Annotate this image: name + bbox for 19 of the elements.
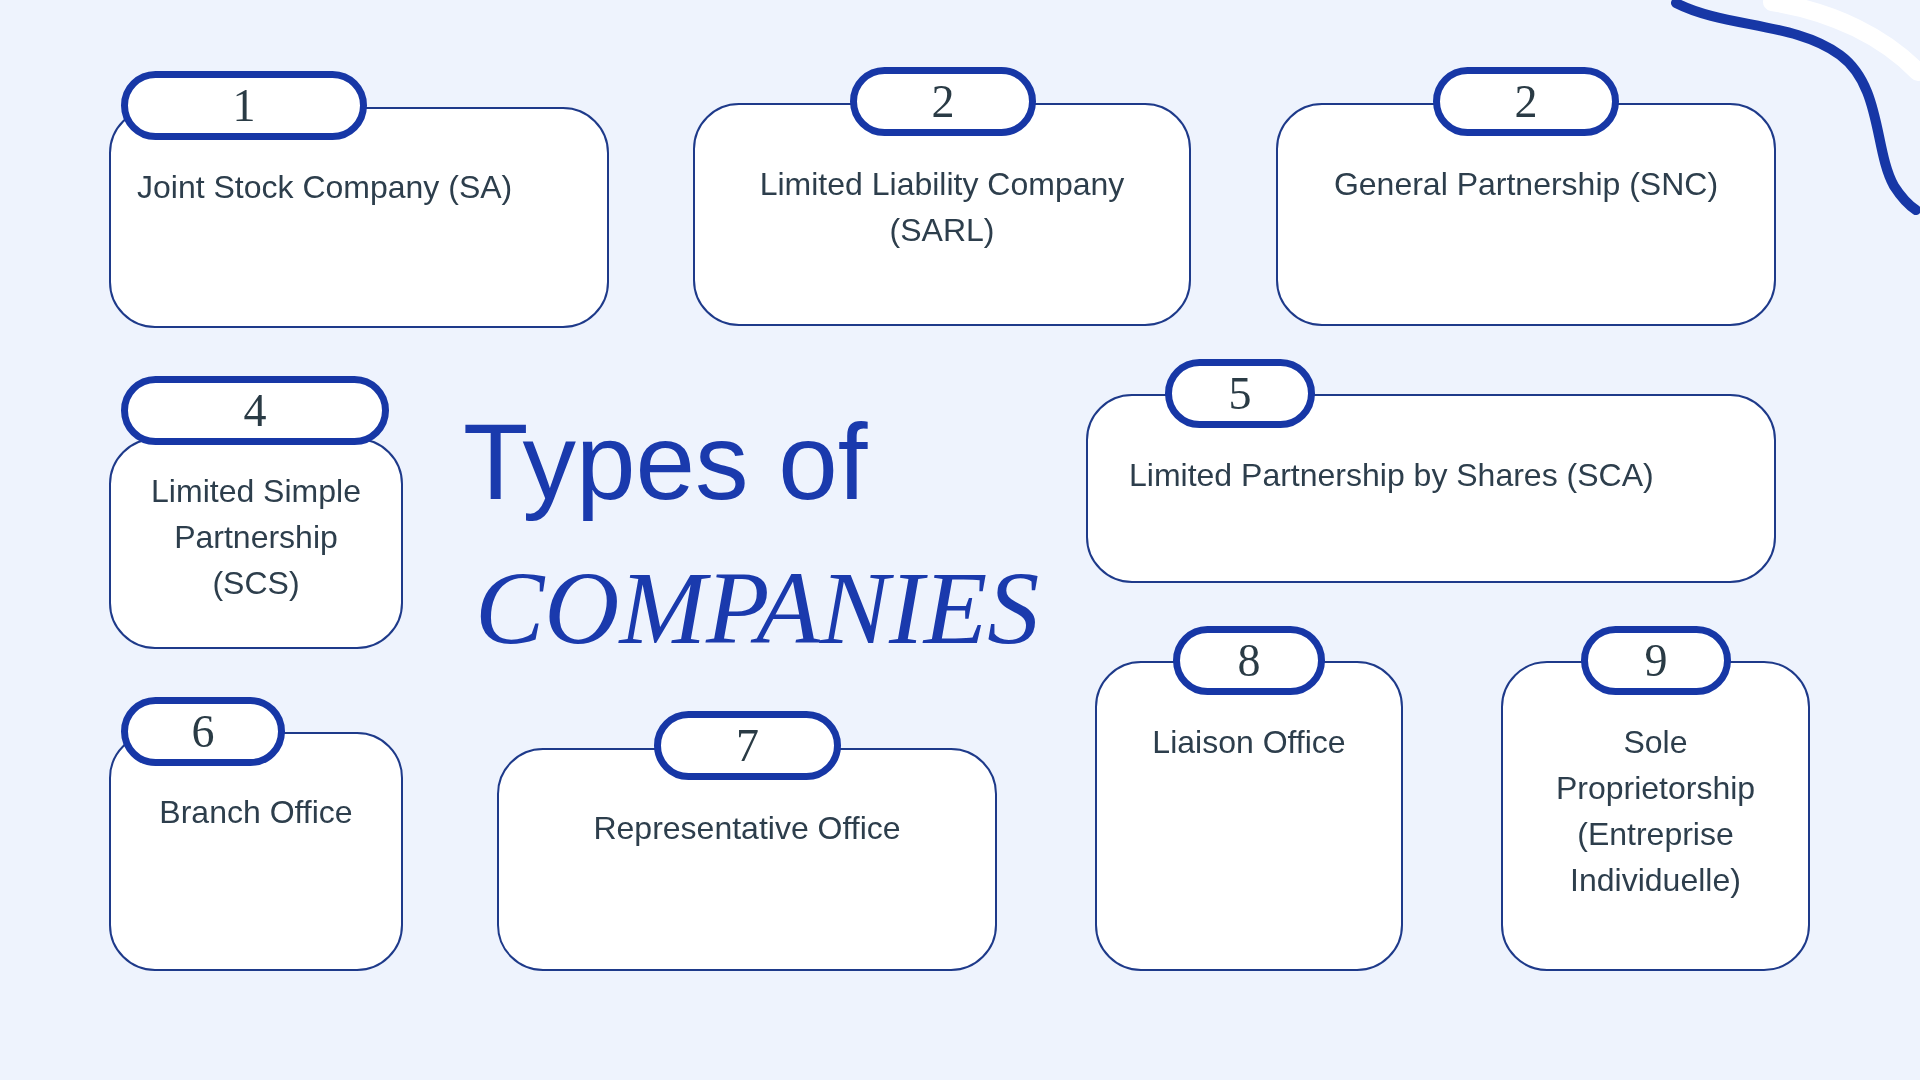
number-tab: 5 (1165, 359, 1315, 428)
title-heading: Types of COMPANIES (463, 404, 1040, 666)
number-tab: 4 (121, 376, 389, 445)
number-tab: 2 (850, 67, 1036, 136)
company-type-label: Joint Stock Company (SA) (137, 168, 514, 207)
number-tab: 9 (1581, 626, 1731, 695)
number-tab: 1 (121, 71, 367, 140)
number-tab: 2 (1433, 67, 1619, 136)
company-type-label: Branch Office (158, 793, 354, 832)
company-type-label: Limited Partnership by Shares (SCA) (1129, 456, 1655, 495)
company-type-label: Sole Proprietorship (Entreprise Individuelle) (1554, 723, 1757, 900)
company-type-label: Limited Liability Company (SARL) (758, 165, 1126, 250)
number-tab: 7 (654, 711, 841, 780)
company-type-label: General Partnership (SNC) (1332, 165, 1720, 204)
company-type-label: Representative Office (592, 809, 902, 848)
number-tab: 6 (121, 697, 285, 766)
company-type-label: Limited Simple Partnership (SCS) (150, 472, 362, 603)
number-tab: 8 (1173, 626, 1325, 695)
company-type-label: Liaison Office (1151, 723, 1347, 762)
